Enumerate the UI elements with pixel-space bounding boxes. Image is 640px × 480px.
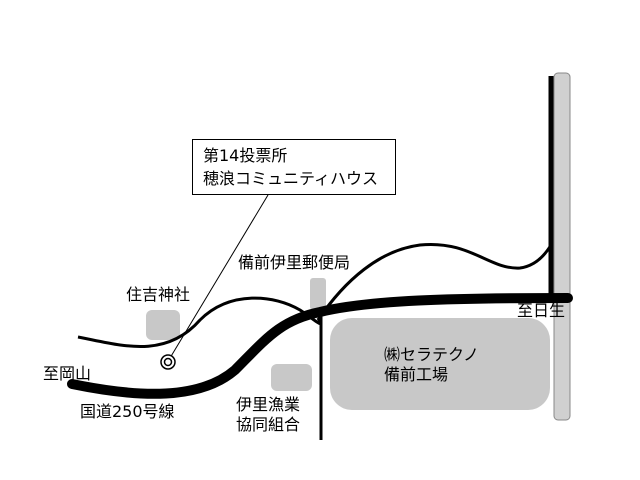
callout-leader-line bbox=[169, 194, 269, 359]
polling-station-marker-icon bbox=[160, 354, 176, 370]
post-office-building bbox=[310, 278, 326, 310]
factory-label-line-1: ㈱セラテクノ bbox=[384, 345, 480, 364]
polling-station-callout: 第14投票所 穂浪コミュニティハウス bbox=[192, 139, 396, 195]
shrine-label: 住吉神社 bbox=[126, 285, 191, 304]
route-250-label: 国道250号線 bbox=[80, 402, 175, 421]
fishery-label-line-2: 協同組合 bbox=[236, 415, 301, 434]
callout-line-2: 穂浪コミュニティハウス bbox=[203, 169, 379, 188]
shrine-building bbox=[146, 310, 180, 340]
to-okayama-label: 至岡山 bbox=[43, 364, 92, 383]
fishery-building bbox=[271, 364, 312, 391]
local-road-west bbox=[77, 296, 322, 348]
railway-strip bbox=[553, 72, 571, 421]
post-office-label: 備前伊里郵便局 bbox=[238, 253, 351, 272]
callout-line-1: 第14投票所 bbox=[203, 146, 288, 165]
factory-label-line-2: 備前工場 bbox=[384, 365, 449, 384]
to-hinase-label: 至日生 bbox=[517, 301, 566, 320]
factory-building bbox=[330, 318, 550, 410]
route-250-road bbox=[67, 293, 573, 399]
local-road-east bbox=[316, 242, 553, 321]
fishery-label-line-1: 伊里漁業 bbox=[236, 395, 301, 414]
